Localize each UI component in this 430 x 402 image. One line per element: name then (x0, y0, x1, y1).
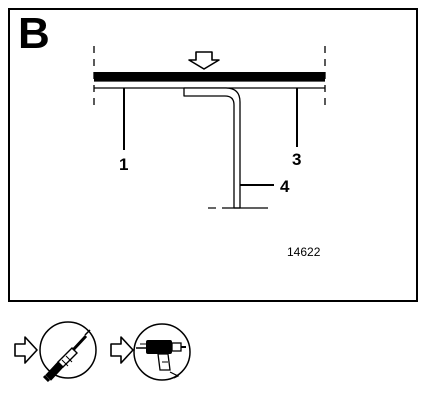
press-direction-arrow (188, 51, 220, 70)
section-letter: B (18, 9, 50, 58)
callout-1: 1 (119, 155, 129, 174)
upper-panel-layer (94, 72, 325, 81)
arrow-right-icon (14, 336, 38, 364)
diagram-drawing (93, 46, 326, 209)
air-tool-icon (133, 323, 191, 381)
arrow-right-icon (110, 336, 134, 364)
tool-icon-row (14, 321, 191, 383)
reference-code: 14622 (287, 245, 321, 259)
callout-4: 4 (280, 177, 290, 196)
screwdriver-tool-icon (39, 321, 97, 383)
clip-profile (183, 87, 241, 209)
diagram-frame (8, 8, 418, 302)
callout-3: 3 (292, 150, 302, 169)
